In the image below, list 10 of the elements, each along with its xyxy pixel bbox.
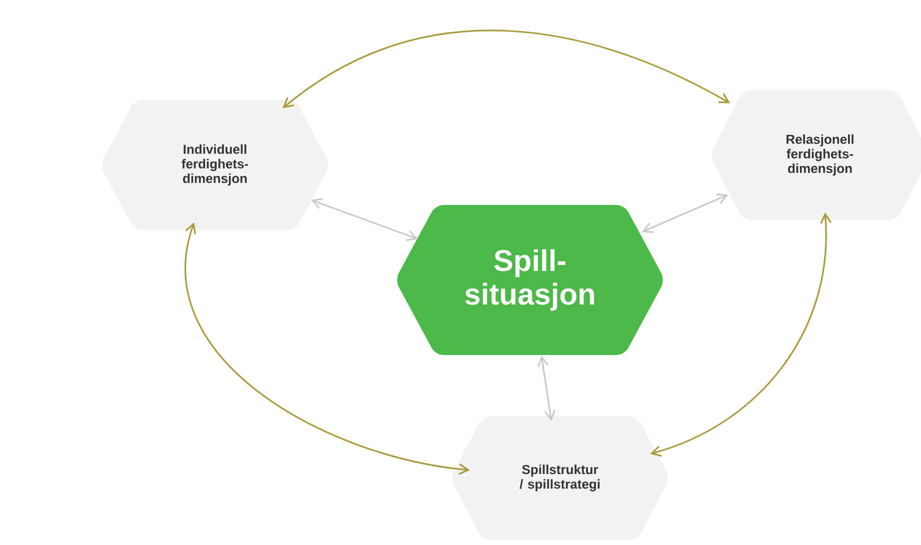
arrow xyxy=(650,212,832,457)
hexagon: Spillstruktur / spillstrategi xyxy=(452,416,668,540)
hexagon: Individuell ferdighets- dimensjon xyxy=(102,100,328,230)
center-hexagon: Spill- situasjon xyxy=(397,205,663,355)
arrow xyxy=(310,198,418,241)
arrow xyxy=(282,30,730,108)
arrow xyxy=(185,222,470,475)
hexagon: Relasjonell ferdighets- dimensjon xyxy=(712,90,921,220)
arrow xyxy=(537,355,556,422)
arrow xyxy=(642,193,728,234)
